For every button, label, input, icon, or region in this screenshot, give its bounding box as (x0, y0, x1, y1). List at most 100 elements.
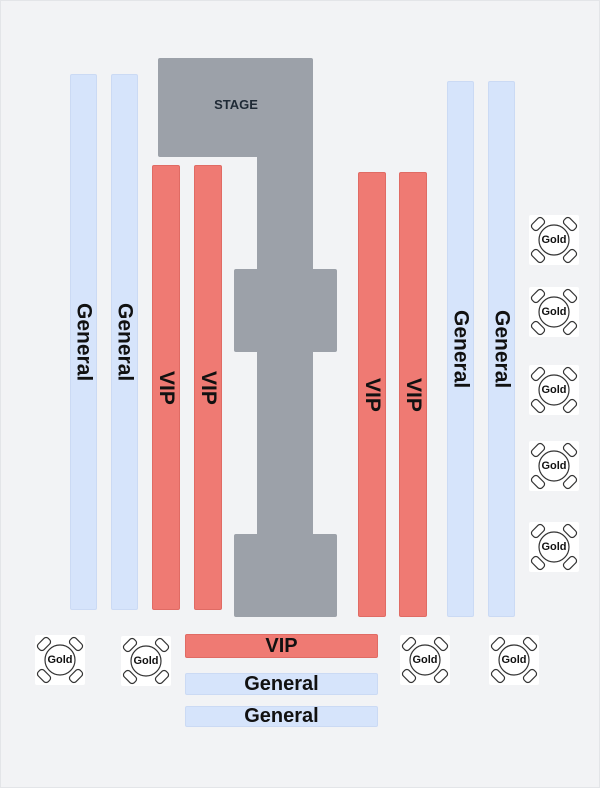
general-section-bottom-1[interactable]: General (185, 673, 378, 695)
table-label: Gold (541, 384, 567, 396)
section-label: General (244, 705, 319, 727)
chair-shape (562, 474, 578, 490)
general-section-left-1[interactable]: General (70, 74, 97, 610)
chair-shape (522, 668, 538, 684)
chair-shape (562, 216, 578, 232)
table-label: Gold (541, 541, 567, 553)
chair-shape (530, 216, 546, 232)
chair-shape (68, 636, 84, 652)
gold-table[interactable]: Gold (489, 635, 539, 685)
section-label: General (113, 302, 137, 382)
chair-shape (490, 668, 506, 684)
table-with-chairs-icon (490, 636, 538, 684)
vip-section-left-1[interactable]: VIP (152, 165, 180, 610)
chair-shape (154, 669, 170, 685)
chair-shape (562, 398, 578, 414)
chair-shape (122, 637, 138, 653)
section-label: General (244, 672, 319, 695)
chair-shape (530, 366, 546, 382)
gold-table[interactable]: Gold (400, 635, 450, 685)
round-table-shape (130, 645, 162, 677)
vip-section-right-2[interactable]: VIP (399, 172, 427, 617)
section-label: VIP (265, 634, 298, 657)
stage-runway (257, 151, 313, 601)
chair-shape (530, 248, 546, 264)
section-label: VIP (155, 370, 178, 405)
chair-shape (401, 636, 417, 652)
stage-platform-middle (234, 269, 337, 352)
chair-shape (530, 442, 546, 458)
chair-shape (433, 668, 449, 684)
general-section-right-1[interactable]: General (447, 81, 474, 617)
round-table-shape (538, 224, 570, 256)
stage-platform-bottom (234, 534, 337, 617)
table-label: Gold (133, 655, 159, 667)
round-table-shape (409, 644, 441, 676)
chair-shape (530, 320, 546, 336)
table-with-chairs-icon (530, 366, 578, 414)
chair-shape (530, 555, 546, 571)
table-with-chairs-icon (36, 636, 84, 684)
table-label: Gold (541, 460, 567, 472)
chair-shape (530, 398, 546, 414)
gold-table[interactable]: Gold (529, 441, 579, 491)
table-label: Gold (47, 654, 73, 666)
section-label: VIP (361, 377, 384, 412)
round-table-shape (538, 531, 570, 563)
table-with-chairs-icon (122, 637, 170, 685)
general-section-right-2[interactable]: General (488, 81, 515, 617)
round-table-shape (498, 644, 530, 676)
chair-shape (562, 288, 578, 304)
round-table-shape (538, 450, 570, 482)
gold-table[interactable]: Gold (529, 522, 579, 572)
chair-shape (154, 637, 170, 653)
table-with-chairs-icon (530, 442, 578, 490)
table-with-chairs-icon (530, 216, 578, 264)
section-label: VIP (197, 370, 220, 405)
chair-shape (522, 636, 538, 652)
table-with-chairs-icon (530, 523, 578, 571)
chair-shape (562, 320, 578, 336)
vip-section-right-1[interactable]: VIP (358, 172, 386, 617)
chair-shape (36, 668, 52, 684)
chair-shape (122, 669, 138, 685)
round-table-shape (538, 296, 570, 328)
chair-shape (562, 248, 578, 264)
table-label: Gold (501, 654, 527, 666)
chair-shape (433, 636, 449, 652)
table-label: Gold (412, 654, 438, 666)
table-with-chairs-icon (530, 288, 578, 336)
chair-shape (562, 442, 578, 458)
table-with-chairs-icon (401, 636, 449, 684)
chair-shape (530, 523, 546, 539)
chair-shape (401, 668, 417, 684)
chair-shape (530, 474, 546, 490)
general-section-left-2[interactable]: General (111, 74, 138, 610)
chair-shape (490, 636, 506, 652)
table-label: Gold (541, 306, 567, 318)
gold-table[interactable]: Gold (529, 365, 579, 415)
gold-table[interactable]: Gold (121, 636, 171, 686)
section-label: VIP (402, 377, 425, 412)
gold-table[interactable]: Gold (529, 287, 579, 337)
round-table-shape (44, 644, 76, 676)
chair-shape (36, 636, 52, 652)
round-table-shape (538, 374, 570, 406)
stage-main (158, 58, 313, 157)
chair-shape (562, 523, 578, 539)
table-label: Gold (541, 234, 567, 246)
vip-section-bottom[interactable]: VIP (185, 634, 378, 658)
gold-table[interactable]: Gold (35, 635, 85, 685)
section-label: General (449, 309, 473, 389)
section-label: General (72, 302, 96, 382)
vip-section-left-2[interactable]: VIP (194, 165, 222, 610)
chair-shape (68, 668, 84, 684)
chair-shape (562, 366, 578, 382)
gold-table[interactable]: Gold (529, 215, 579, 265)
stage-label: STAGE (214, 97, 258, 112)
general-section-bottom-2[interactable]: General (185, 705, 378, 727)
chair-shape (562, 555, 578, 571)
section-label: General (490, 309, 514, 389)
chair-shape (530, 288, 546, 304)
